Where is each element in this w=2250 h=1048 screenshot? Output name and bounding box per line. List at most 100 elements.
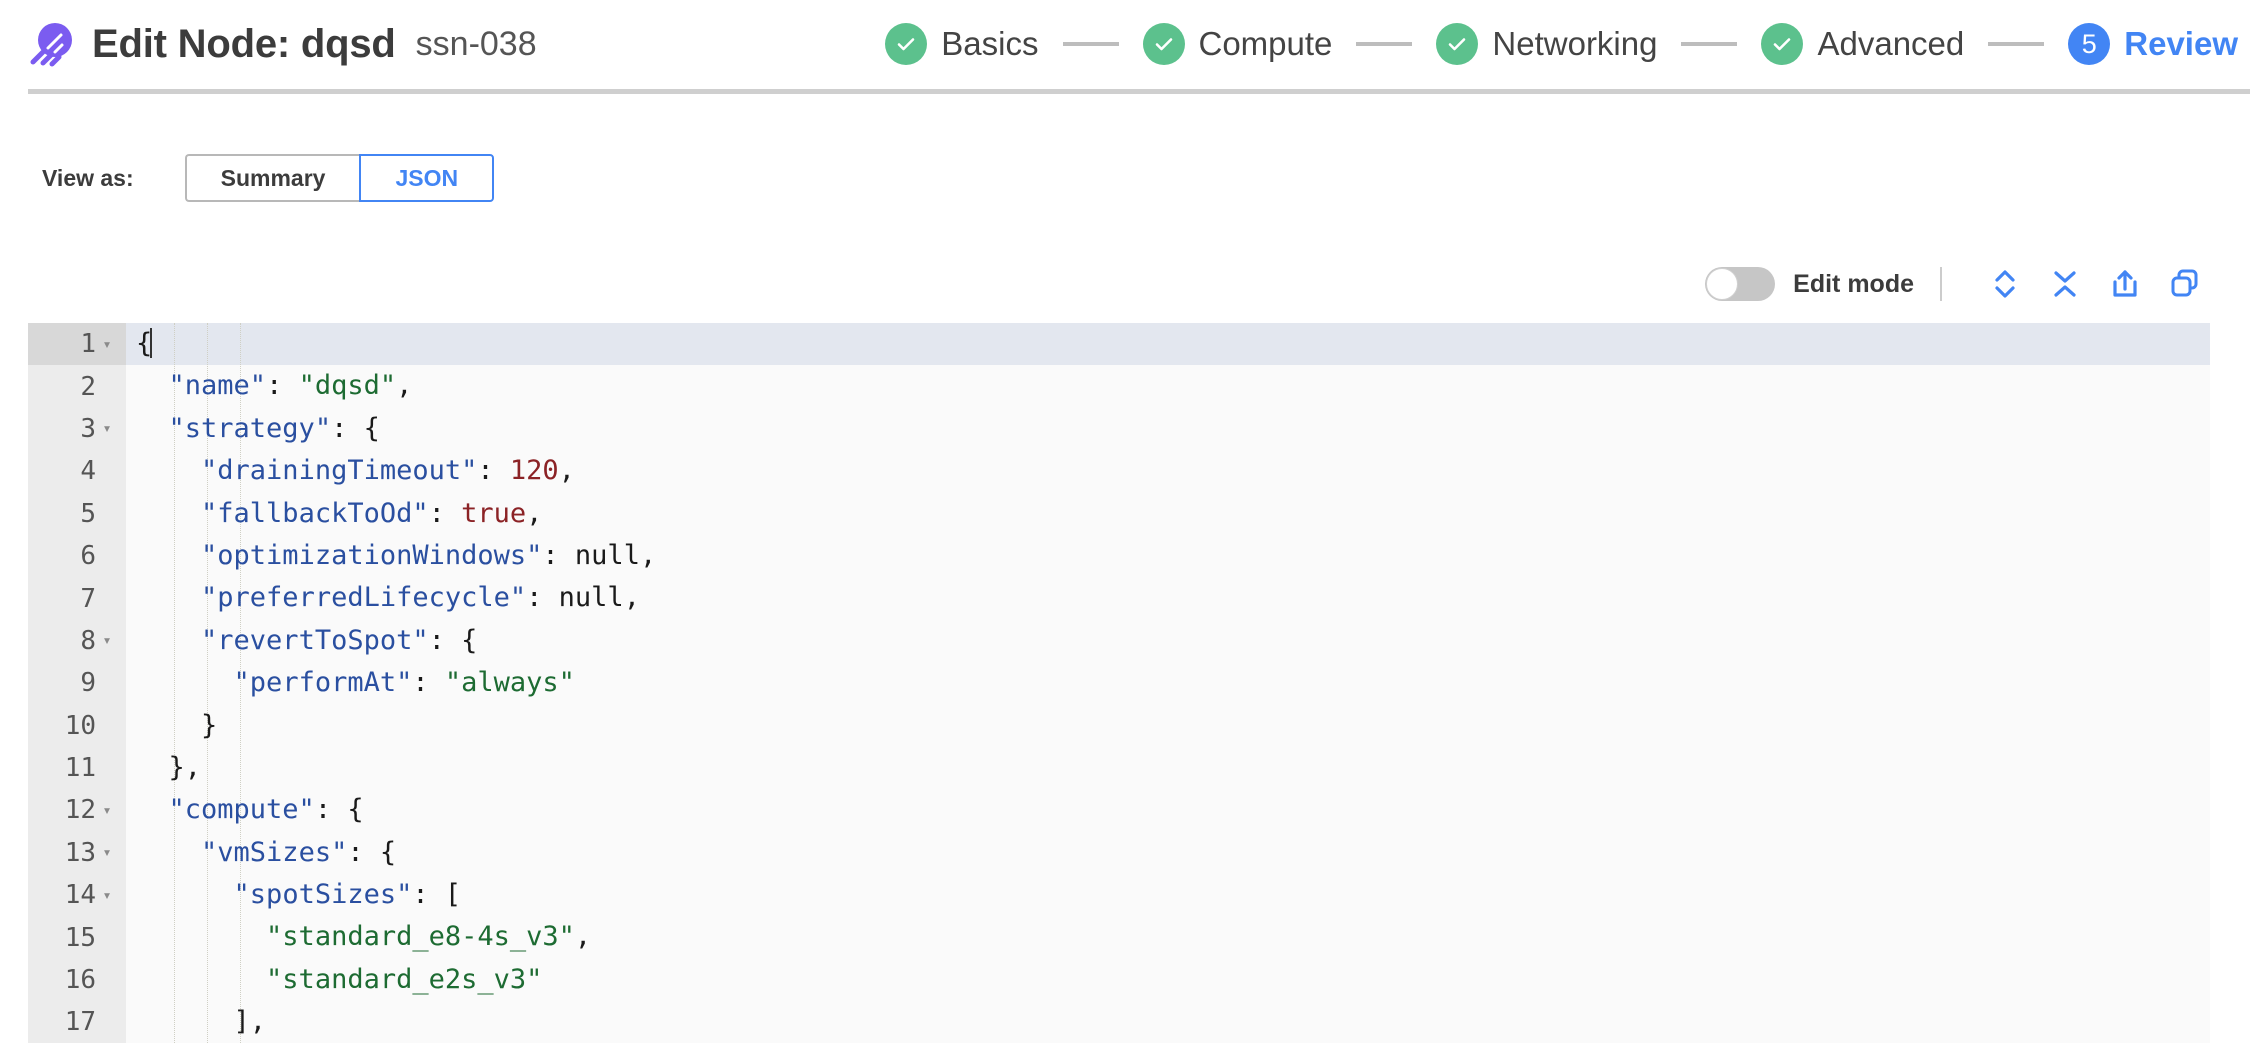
step-advanced[interactable]: Advanced — [1761, 23, 1964, 65]
code-line[interactable]: 1 ▾ { — [28, 323, 2210, 366]
json-token-punct: { — [136, 328, 153, 359]
json-token-punct: , — [639, 539, 657, 571]
code-line[interactable]: 3▾ "strategy": { — [28, 407, 2210, 451]
code-line-text: "preferredLifecycle": null, — [126, 577, 2210, 619]
code-line[interactable]: 15▾ "standard_e8-4s_v3", — [28, 916, 2210, 959]
view-as-segmented-control: Summary JSON — [184, 154, 495, 202]
code-line-text: { — [126, 323, 2210, 365]
line-number-gutter: 11▾ — [28, 746, 126, 790]
json-token-punct: : [ — [412, 879, 462, 911]
json-token-key: "name" — [168, 370, 267, 402]
expand-all-icon[interactable] — [1982, 264, 2028, 304]
step-networking-label: Networking — [1492, 25, 1658, 62]
code-line[interactable]: 6▾ "optimizationWindows": null, — [28, 534, 2210, 578]
step-basics-label: Basics — [941, 25, 1039, 62]
step-advanced-check-icon — [1761, 23, 1804, 65]
step-compute-label: Compute — [1198, 25, 1333, 62]
copy-icon[interactable] — [2162, 264, 2208, 304]
code-line-text: "drainingTimeout": 120, — [126, 450, 2210, 492]
json-token-punct: : — [542, 539, 575, 571]
line-number-gutter: 14 ▾ — [28, 874, 126, 917]
step-basics[interactable]: Basics — [885, 23, 1039, 65]
step-review-number: 5 — [2081, 28, 2097, 59]
step-basics-check-icon — [885, 23, 928, 65]
json-token-punct: , — [574, 921, 592, 953]
line-number-gutter: 15▾ — [28, 916, 126, 959]
json-token-key: "optimizationWindows" — [201, 539, 543, 571]
code-line[interactable]: 10▾ } — [28, 704, 2210, 747]
header-divider — [28, 89, 2250, 94]
collapse-all-icon[interactable] — [2042, 264, 2088, 304]
json-token-key: "fallbackToOd" — [201, 497, 429, 529]
step-networking[interactable]: Networking — [1436, 23, 1657, 65]
edit-mode-label: Edit mode — [1793, 269, 1914, 298]
line-number: 2 — [80, 371, 96, 402]
code-line-text: "standard_e2s_v3" — [126, 959, 2210, 1001]
step-connector — [1356, 42, 1413, 46]
code-line-text: "optimizationWindows": null, — [126, 535, 2210, 577]
fold-toggle-icon[interactable]: ▾ — [102, 419, 112, 438]
code-line[interactable]: 5▾ "fallbackToOd": true, — [28, 492, 2210, 535]
line-number: 6 — [80, 541, 96, 572]
fold-toggle-icon[interactable]: ▾ — [102, 885, 112, 904]
fold-toggle-icon[interactable]: ▾ — [102, 631, 112, 650]
view-as-json-button[interactable]: JSON — [359, 154, 495, 202]
fold-toggle-icon[interactable]: ▾ — [102, 843, 112, 862]
json-token-str: "standard_e8-4s_v3" — [266, 921, 575, 953]
code-line[interactable]: 11▾ }, — [28, 746, 2210, 790]
share-export-icon[interactable] — [2102, 264, 2148, 304]
code-line[interactable]: 2▾ "name": "dqsd", — [28, 365, 2210, 408]
code-line[interactable]: 9▾ "performAt": "always" — [28, 662, 2210, 705]
code-line-text: "vmSizes": { — [126, 832, 2210, 874]
view-as-summary-button[interactable]: Summary — [184, 154, 360, 202]
code-line-text: "performAt": "always" — [126, 662, 2210, 704]
json-token-punct: : { — [331, 412, 380, 444]
toolbar-divider — [1940, 267, 1942, 301]
step-connector — [1062, 42, 1119, 46]
line-number: 9 — [80, 668, 96, 699]
line-number: 1 — [80, 329, 96, 360]
code-line-text: "spotSizes": [ — [126, 874, 2210, 916]
json-token-num: 120 — [509, 455, 559, 487]
code-line[interactable]: 16▾ "standard_e2s_v3" — [28, 958, 2210, 1002]
code-line[interactable]: 17▾ ], — [28, 1001, 2210, 1043]
code-line-list: 1▾{2▾ "name": "dqsd",3▾ "strategy": {4▾ … — [28, 323, 2210, 1043]
code-line[interactable]: 13▾ "vmSizes": { — [28, 831, 2210, 875]
json-code-editor[interactable]: 1▾{2▾ "name": "dqsd",3▾ "strategy": {4▾ … — [28, 323, 2210, 1043]
line-number: 15 — [64, 922, 96, 953]
json-token-str: "dqsd" — [298, 370, 397, 402]
step-compute[interactable]: Compute — [1142, 23, 1333, 65]
code-line[interactable]: 12▾ "compute": { — [28, 789, 2210, 832]
line-number-gutter: 10▾ — [28, 704, 126, 747]
step-advanced-label: Advanced — [1817, 25, 1965, 62]
editor-toolbar: Edit mode — [0, 261, 2250, 307]
code-line-text: "compute": { — [126, 789, 2210, 831]
json-token-null: null — [558, 582, 624, 614]
code-line[interactable]: 4▾ "drainingTimeout": 120, — [28, 450, 2210, 493]
step-review[interactable]: 5 Review — [2068, 23, 2238, 65]
line-number: 5 — [80, 498, 96, 529]
step-review-badge: 5 — [2068, 23, 2111, 65]
json-token-punct: ], — [233, 1006, 267, 1038]
json-token-punct: } — [201, 709, 218, 741]
code-line[interactable]: 8▾ "revertToSpot": { — [28, 619, 2210, 663]
line-number: 17 — [64, 1007, 96, 1038]
wizard-stepper: Basics Compute Networking Advanced — [885, 0, 2250, 88]
line-number: 7 — [80, 583, 96, 614]
line-number: 4 — [80, 456, 96, 487]
line-number: 14 — [64, 880, 96, 911]
code-line-text: } — [126, 705, 2210, 747]
json-token-key: "performAt" — [233, 667, 413, 699]
line-number: 3 — [80, 413, 96, 444]
json-token-punct: , — [526, 497, 543, 529]
fold-toggle-icon[interactable]: ▾ — [102, 334, 112, 353]
edit-mode-toggle[interactable] — [1705, 267, 1776, 301]
json-token-punct: , — [396, 370, 413, 402]
fold-toggle-icon[interactable]: ▾ — [102, 800, 112, 819]
spot-comet-logo-icon — [28, 21, 74, 67]
edit-mode-toggle-knob — [1706, 268, 1739, 300]
code-line[interactable]: 14 ▾ "spotSizes": [ — [28, 874, 2210, 917]
line-number-gutter: 6▾ — [28, 534, 126, 578]
code-line[interactable]: 7▾ "preferredLifecycle": null, — [28, 577, 2210, 620]
step-connector — [1681, 42, 1738, 46]
